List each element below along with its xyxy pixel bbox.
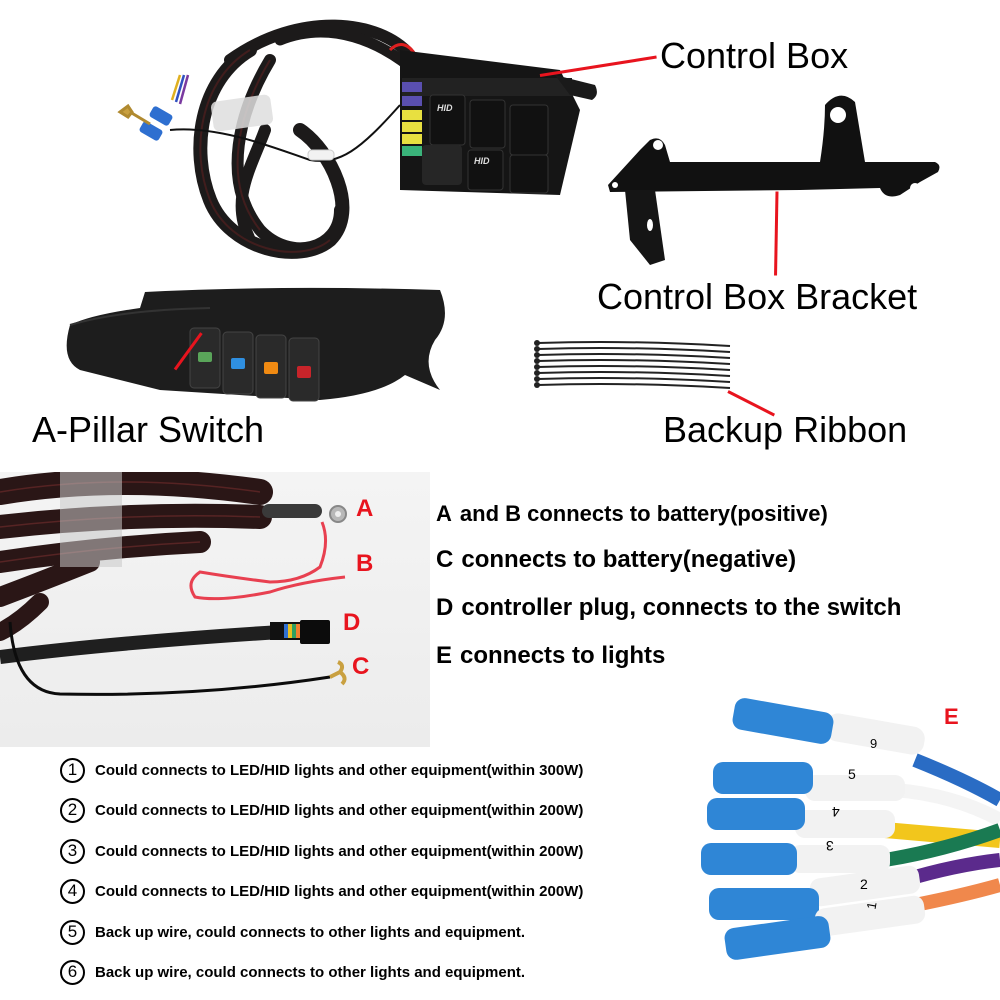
wire-letter-d: D	[343, 609, 361, 636]
output-wire-1: 1 Could connects to LED/HID lights and o…	[60, 757, 583, 783]
wire-ends-photo	[0, 469, 430, 747]
terminal-number-6: 6	[870, 736, 878, 751]
relay-label-hid-2: HID	[474, 156, 490, 166]
output-wire-2: 2 Could connects to LED/HID lights and o…	[60, 797, 583, 823]
legend-text: and B connects to battery(positive)	[459, 501, 828, 526]
number-circle-icon: 2	[60, 797, 85, 823]
rocker-switches	[189, 327, 320, 402]
output-wire-text: Could connects to LED/HID lights and oth…	[95, 842, 584, 860]
wire-letter-c: C	[352, 653, 370, 680]
control-box-label: Control Box	[660, 35, 849, 76]
wire-letter-b: B	[356, 550, 374, 577]
terminal-number-5: 5	[848, 766, 856, 782]
legend-text: connects to battery(negative)	[461, 546, 797, 573]
wire-letter-a: A	[356, 495, 374, 522]
legend-key: C	[436, 546, 454, 573]
output-wire-4: 4 Could connects to LED/HID lights and o…	[60, 878, 583, 904]
legend-key: E	[436, 642, 453, 669]
cable-ties-image	[534, 340, 731, 389]
control-box-bracket-label: Control Box Bracket	[597, 276, 918, 317]
control-box-body	[400, 50, 597, 195]
output-wire-6: 6 Back up wire, could connects to other …	[60, 959, 525, 985]
backup-ribbon-label: Backup Ribbon	[663, 409, 908, 450]
output-wire-text: Back up wire, could connects to other li…	[95, 963, 526, 981]
output-wire-text: Could connects to LED/HID lights and oth…	[95, 801, 584, 819]
legend-text: connects to lights	[460, 642, 666, 669]
a-pillar-switch-image	[66, 287, 445, 402]
number-circle-icon: 1	[60, 757, 85, 783]
number-circle-icon: 6	[60, 959, 85, 985]
output-wire-3: 3 Could connects to LED/HID lights and o…	[60, 838, 583, 864]
number-circle-icon: 3	[60, 838, 85, 864]
wiring-harness-image	[117, 19, 597, 259]
output-wire-text: Could connects to LED/HID lights and oth…	[95, 882, 584, 900]
light-terminals-image	[701, 698, 1000, 960]
control-box-bracket-image	[608, 95, 940, 265]
legend-key: D	[436, 594, 454, 621]
output-wire-text: Could connects to LED/HID lights and oth…	[95, 761, 584, 779]
terminal-number-4: 4	[832, 804, 840, 820]
output-wire-text: Back up wire, could connects to other li…	[95, 923, 526, 941]
wire-letter-e: E	[944, 704, 959, 729]
number-circle-icon: 4	[60, 878, 85, 904]
a-pillar-switch-label: A-Pillar Switch	[32, 409, 265, 450]
terminal-number-3: 3	[826, 838, 834, 854]
output-wire-5: 5 Back up wire, could connects to other …	[60, 919, 525, 945]
terminal-number-2: 2	[860, 876, 868, 892]
relay-label-hid-1: HID	[437, 103, 453, 113]
number-circle-icon: 5	[60, 919, 85, 945]
legend-key: A	[436, 501, 452, 526]
legend-text: controller plug, connects to the switch	[461, 594, 902, 621]
